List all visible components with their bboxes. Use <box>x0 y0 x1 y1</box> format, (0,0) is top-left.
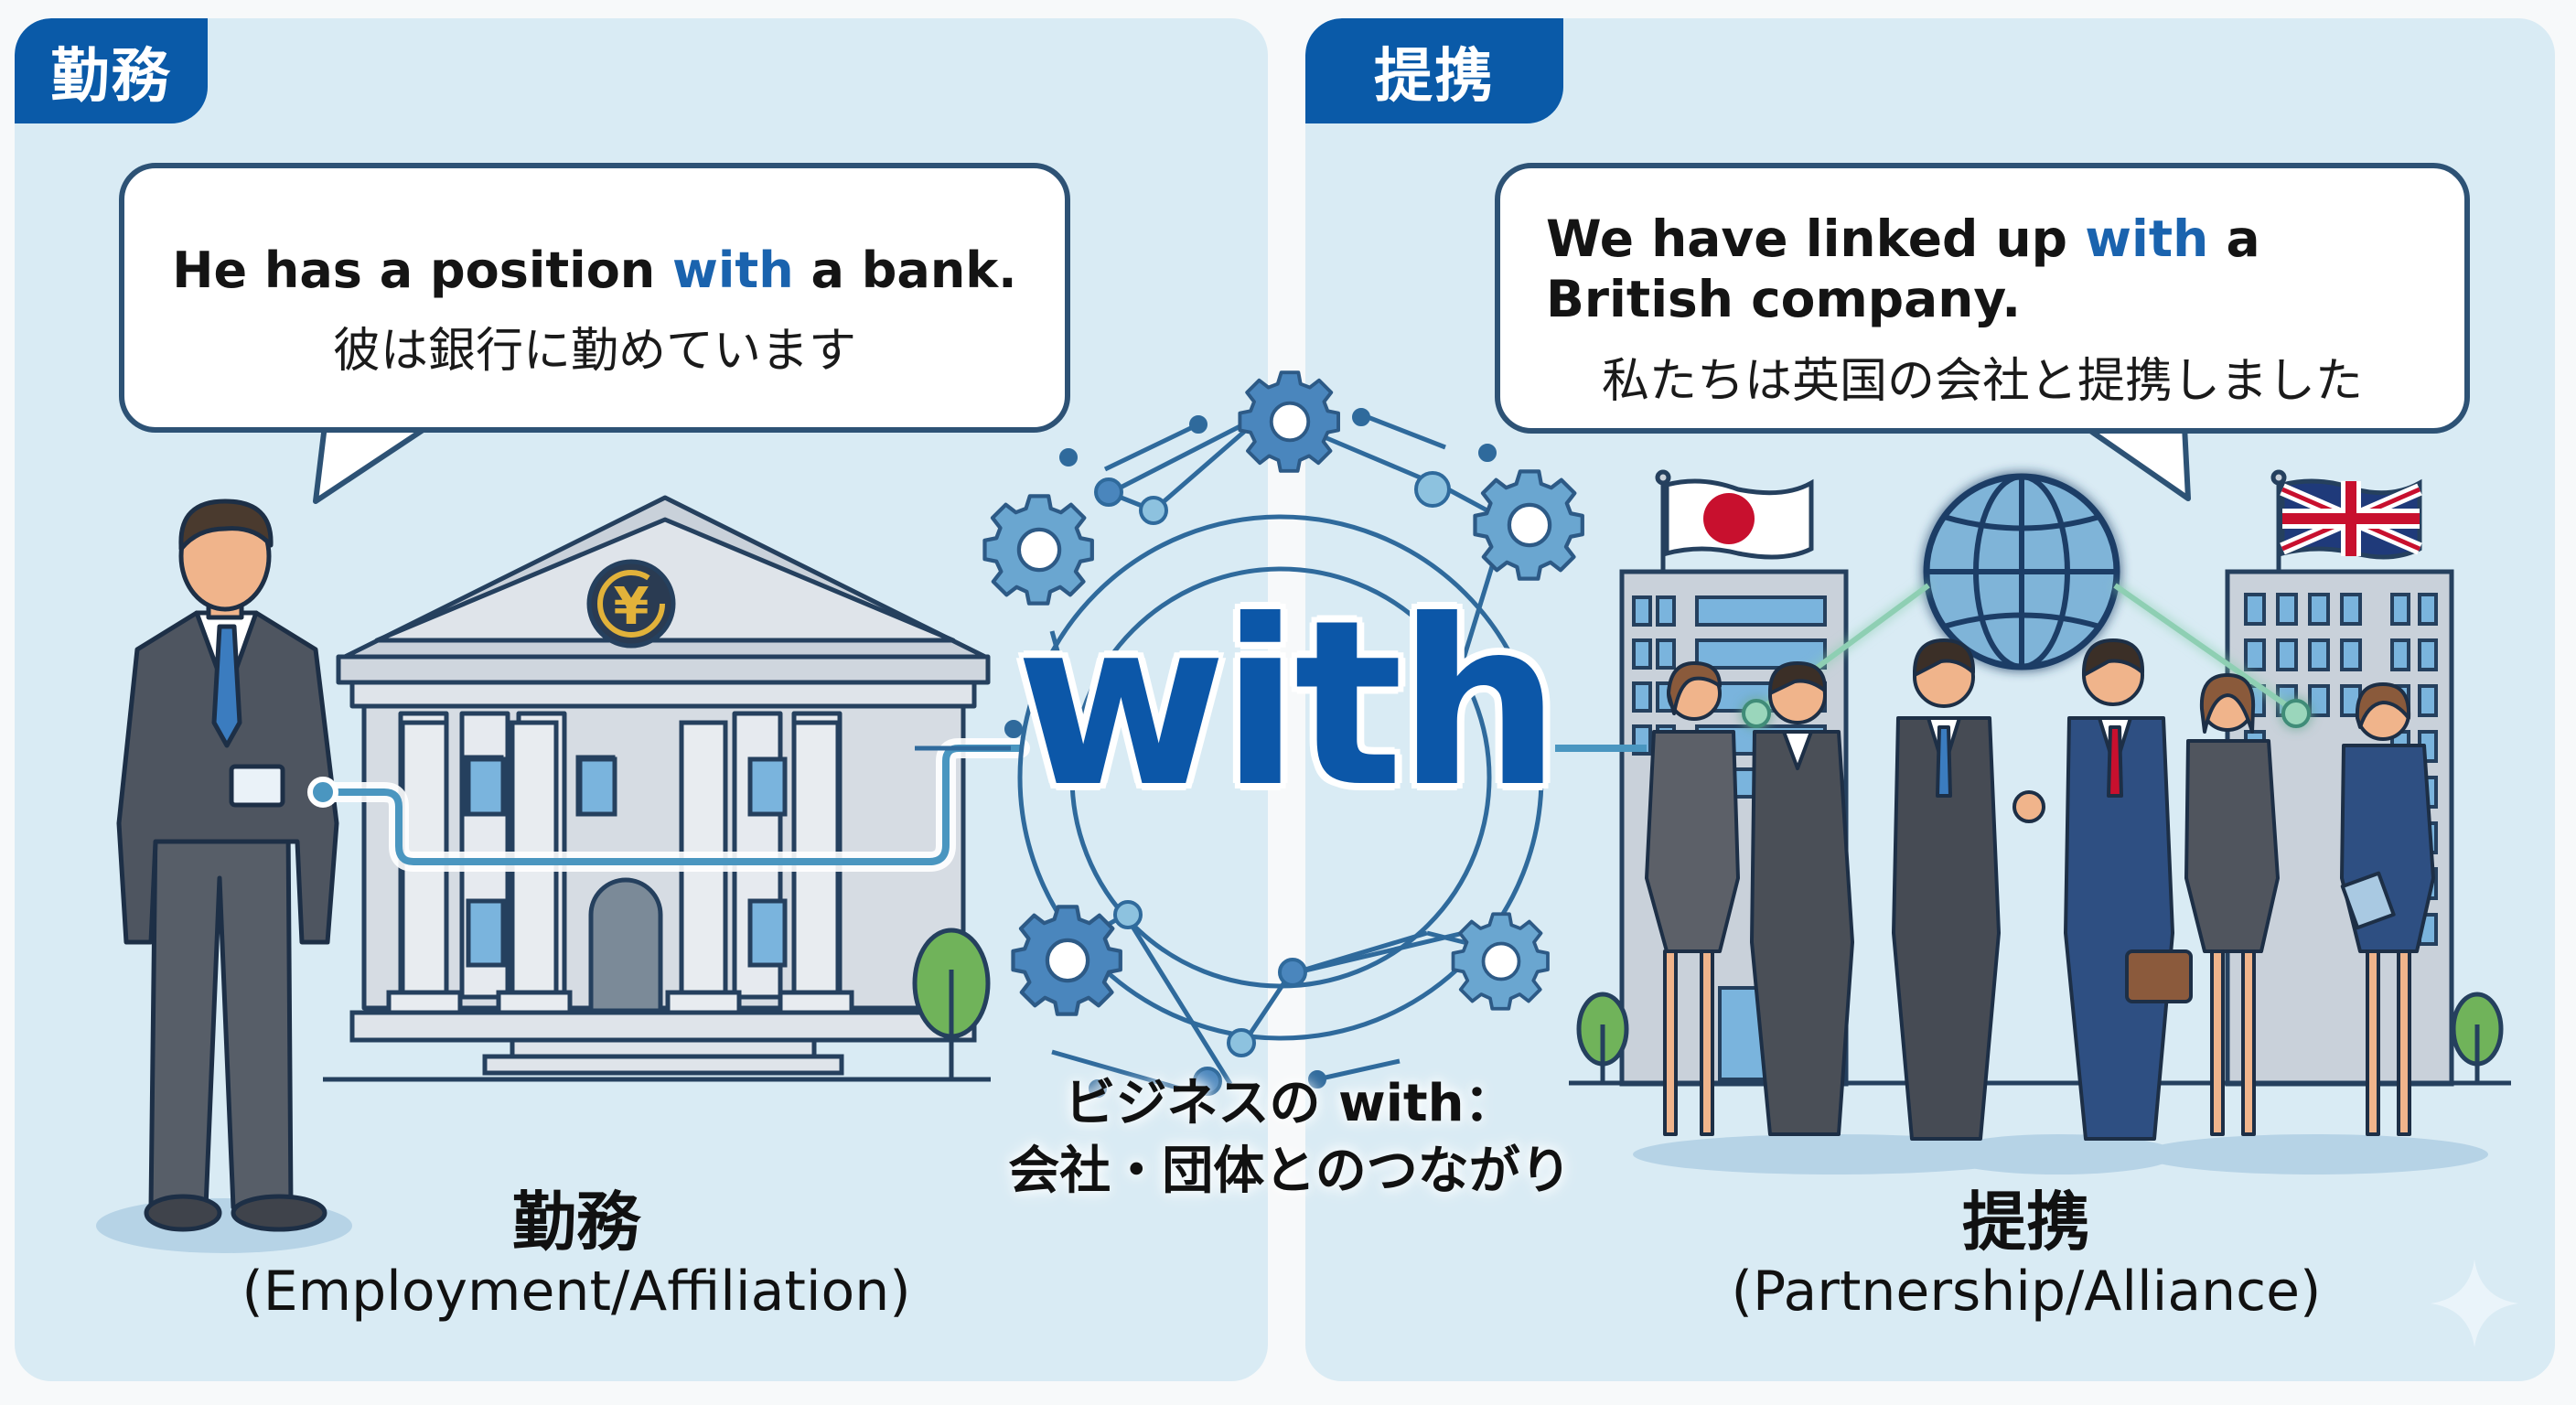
svg-text:¥: ¥ <box>614 577 649 637</box>
example-sentence-en: He has a position with a bank. <box>172 241 1017 299</box>
center-label-line1: ビジネスの with： <box>1064 1074 1516 1133</box>
uk-flag-icon <box>2270 469 2422 574</box>
gear-icon <box>1014 906 1121 1014</box>
employment-tab: 勤務 <box>15 18 208 123</box>
tree-icon <box>1576 992 2504 1081</box>
connector-line-left <box>319 745 1024 865</box>
center-label: ビジネスの with： 会社・団体とのつながり <box>979 1070 1601 1206</box>
globe-icon <box>1923 473 2120 670</box>
network-nodes <box>990 408 1555 1098</box>
businessman-figure <box>96 499 352 1253</box>
gear-icon <box>1451 912 1550 1011</box>
caption-en: (Partnership/Alliance) <box>1731 1260 2322 1324</box>
sparkle-icon <box>2431 1260 2518 1347</box>
bank-door <box>349 877 977 1076</box>
bank-windows <box>466 756 788 968</box>
center-word-with: with <box>1014 571 1561 837</box>
example-sentence-en: We have linked up with a British company… <box>1546 209 2260 328</box>
gear-icon <box>1476 471 1583 578</box>
partnership-tab: 提携 <box>1305 18 1563 123</box>
example-sentence-jp: 彼は銀行に勤めています <box>332 324 856 379</box>
caption-jp: 勤務 <box>512 1185 640 1260</box>
tree-icon <box>912 928 991 1079</box>
caption-jp: 提携 <box>1962 1185 2090 1260</box>
partnership-caption: 提携 (Partnership/Alliance) <box>1701 1185 2351 1325</box>
caption-en: (Employment/Affiliation) <box>242 1260 911 1324</box>
highlight-with: with <box>672 241 794 299</box>
yen-emblem-icon: ¥ <box>586 559 676 649</box>
center-label-line2: 会社・団体とのつながり <box>1008 1142 1572 1201</box>
highlight-with: with <box>2085 209 2209 268</box>
business-team <box>1633 638 2488 1174</box>
example-sentence-jp: 私たちは英国の会社と提携しました <box>1601 354 2363 409</box>
speech-bubble-employment: He has a position with a bank. 彼は銀行に勤めてい… <box>119 163 1070 433</box>
employment-caption: 勤務 (Employment/Affiliation) <box>210 1185 942 1325</box>
connector-node-left <box>307 777 338 808</box>
gear-icon <box>1238 370 1340 473</box>
speech-bubble-partnership: We have linked up with a British company… <box>1495 163 2470 434</box>
japan-flag-icon <box>1655 469 1814 574</box>
